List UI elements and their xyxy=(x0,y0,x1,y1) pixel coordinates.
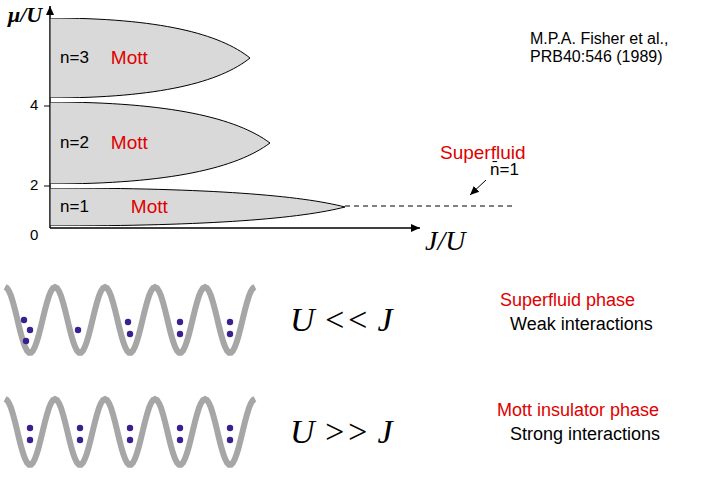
regime-label: U << J xyxy=(290,300,393,339)
reference-note: M.P.A. Fisher et al., PRB40:546 (1989) xyxy=(530,30,700,67)
atom xyxy=(23,338,29,344)
filling-label: n=1 xyxy=(60,197,89,217)
atom xyxy=(227,319,233,325)
atom xyxy=(127,331,133,337)
tick xyxy=(44,186,50,187)
lattice-potential xyxy=(5,287,255,353)
description: Weak interactions xyxy=(510,314,653,335)
atom xyxy=(227,437,233,443)
tick-label: 4 xyxy=(30,96,38,113)
atom xyxy=(27,437,33,443)
x-axis xyxy=(50,227,420,229)
tick-label: 2 xyxy=(30,176,38,193)
atom xyxy=(21,317,27,323)
atom xyxy=(27,327,33,333)
atom xyxy=(127,437,133,443)
leader-arrow xyxy=(470,180,486,195)
atom xyxy=(177,437,183,443)
filling-label: n=2 xyxy=(60,133,89,153)
phase-name: Mott insulator phase xyxy=(497,400,659,421)
atom xyxy=(177,319,183,325)
mott-lobe: n=3 Mott xyxy=(50,18,250,98)
description: Strong interactions xyxy=(510,424,660,445)
phase-name: Superfluid phase xyxy=(500,290,635,311)
atom xyxy=(177,425,183,431)
atom xyxy=(75,327,81,333)
filling-label: n̄=1 xyxy=(490,160,519,180)
lattice-potential xyxy=(5,399,255,465)
lobe-shape xyxy=(50,188,345,226)
atom xyxy=(77,425,83,431)
phase-label: Mott xyxy=(131,196,168,218)
atom xyxy=(125,319,131,325)
atom xyxy=(177,331,183,337)
regime-label: U >> J xyxy=(290,412,393,451)
atom xyxy=(77,437,83,443)
mott-lobe: n=1 Mott xyxy=(50,188,345,226)
atom xyxy=(227,425,233,431)
phase-label: Mott xyxy=(111,47,148,69)
mott-lobe: n=2 Mott xyxy=(50,102,270,184)
atom xyxy=(227,331,233,337)
axis-label: J/U xyxy=(425,225,465,257)
filling-label: n=3 xyxy=(60,48,89,68)
axis-label: μ/U xyxy=(8,2,42,27)
atom xyxy=(27,425,33,431)
tick-label: 0 xyxy=(30,226,38,243)
phase-label: Mott xyxy=(111,132,148,154)
dashed-line xyxy=(345,206,512,207)
tick xyxy=(44,106,50,107)
atom xyxy=(127,425,133,431)
lattice-illustration xyxy=(5,287,255,465)
